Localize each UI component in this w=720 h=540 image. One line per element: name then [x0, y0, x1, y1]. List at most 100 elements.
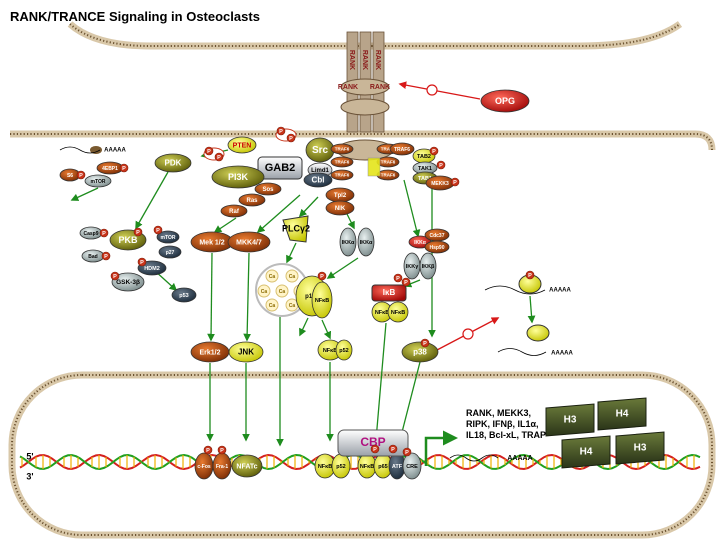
node-p53-label: p53	[179, 293, 188, 299]
transcription-start-arrow	[424, 430, 458, 466]
node-opg-label: OPG	[495, 96, 515, 106]
node-4ebp1: 4EBP1	[96, 161, 124, 175]
node-ikb: IκB	[371, 284, 407, 302]
node-mtor-label: mTOR	[161, 235, 176, 241]
node-cre-shape	[402, 452, 422, 480]
node-ikb-label: IκB	[383, 288, 396, 297]
rank-ring-label: RANK	[338, 84, 358, 91]
phospho-marker: P	[99, 228, 109, 238]
phospho-marker: P	[276, 126, 286, 136]
translation-step	[527, 295, 536, 324]
phospho-dot	[401, 277, 411, 287]
phospho-marker: P	[388, 444, 398, 454]
histone-h3: H3	[615, 431, 665, 465]
node-p52-mid: p52	[335, 339, 353, 361]
transcript-tail: AAAAA	[507, 455, 532, 462]
phospho-marker: P	[436, 160, 446, 170]
dna-5prime-label: 5'	[26, 451, 33, 461]
calcium-ion-label: Ca	[289, 274, 296, 280]
phospho-marker: P	[119, 163, 129, 173]
phospho-label: P	[122, 166, 126, 172]
phospho-label: P	[320, 274, 324, 280]
receptor-to-plc	[298, 196, 319, 218]
node-traf6-left-shape	[330, 156, 354, 168]
node-nfkb-p50-lower: NFκB	[387, 301, 409, 323]
node-raf-label: Raf	[229, 209, 240, 215]
node-bad-label: Bad	[88, 254, 97, 260]
phospho-dot	[153, 225, 163, 235]
node-ikka-left-label: IKKα	[342, 240, 355, 246]
node-ikka-top-label: IKKα	[414, 240, 427, 246]
node-ikkb-shape	[419, 252, 437, 280]
mkk-to-jnk	[243, 252, 252, 342]
tak1-to-ikk	[403, 179, 421, 238]
phospho-dot	[286, 133, 296, 143]
phospho-label: P	[113, 274, 117, 280]
node-ras: Ras	[238, 193, 266, 207]
histone-label: H4	[580, 447, 593, 458]
phospho-dot	[402, 447, 412, 457]
node-sos-label: Sos	[262, 187, 274, 193]
node-raf: Raf	[220, 204, 248, 218]
node-nfatc-shape	[231, 454, 263, 478]
rank-ring-label: RANK	[370, 84, 390, 91]
calcium-ion: Ca	[275, 284, 289, 298]
p100-processing	[299, 317, 309, 337]
node-traf6-left: TRAF6	[330, 143, 354, 155]
node-p27-label: p27	[166, 250, 175, 256]
phospho-dot	[76, 170, 86, 180]
phospho-marker: P	[429, 146, 439, 156]
phospho-marker: P	[393, 273, 403, 283]
phospho-label: P	[79, 173, 83, 179]
transcript-mrna	[449, 454, 499, 462]
diagram-title: RANK/TRANCE Signaling in Osteoclasts	[10, 9, 260, 24]
phospho-label: P	[405, 450, 409, 456]
phospho-label: P	[528, 273, 532, 279]
node-opg: OPG	[480, 89, 530, 113]
node-cre-label: CRE	[406, 464, 418, 470]
node-traf6-left-shape	[330, 143, 354, 155]
phospho-marker: P	[217, 445, 227, 455]
node-cfos: c-Fos	[194, 452, 214, 480]
nfkb-to-nucleus	[372, 322, 387, 442]
node-gab2-shape	[257, 156, 303, 180]
histone-label: H3	[564, 415, 577, 426]
node-pdk: PDK	[154, 153, 192, 173]
node-erk12: Erk1/2	[190, 341, 230, 363]
node-nfkb-p65-upper-shape	[311, 281, 333, 319]
raf-to-mek	[213, 217, 237, 233]
node-jnk-shape	[228, 341, 264, 363]
node-atf-label: ATF	[392, 464, 403, 470]
node-nfatc-label: NFATc	[236, 463, 257, 470]
node-mtor-upper-label: mTOR	[91, 179, 106, 185]
phospho-dot	[450, 177, 460, 187]
node-ikkb: IKKβ	[419, 252, 437, 280]
calcium-ion: Ca	[285, 269, 299, 283]
ribosome-bound	[526, 324, 550, 342]
phospho-marker: P	[76, 170, 86, 180]
phospho-label: P	[136, 230, 140, 236]
node-p52-nuc: p52	[331, 453, 351, 479]
calcium-ion-shape	[285, 269, 299, 283]
node-pten-shape	[227, 136, 257, 154]
histone-shape	[597, 397, 647, 431]
node-fra1-label: Fra-1	[216, 464, 228, 470]
node-gab2: GAB2	[257, 156, 303, 180]
node-nfkb-p50-lower-shape	[387, 301, 409, 323]
phospho-dot	[370, 444, 380, 454]
node-nfkb-nuc-b-label: NFκB	[360, 464, 374, 470]
node-opg-shape	[480, 89, 530, 113]
node-mkk47: MKK4/7	[227, 231, 271, 253]
node-p27-shape	[158, 245, 182, 259]
calcium-ion-label: Ca	[289, 303, 296, 309]
node-nfkb-p65-mid-label: NFκB	[323, 348, 337, 354]
node-hsp90-label: Hsp90	[429, 245, 444, 251]
calcium-ion-shape	[265, 298, 279, 312]
phospho-dot	[429, 146, 439, 156]
node-nfatc: NFATc	[231, 454, 263, 478]
phospho-dot	[317, 271, 327, 281]
node-sos-shape	[254, 182, 282, 196]
node-traf6-left: TRAF6	[330, 156, 354, 168]
calcium-ion: Ca	[257, 284, 271, 298]
